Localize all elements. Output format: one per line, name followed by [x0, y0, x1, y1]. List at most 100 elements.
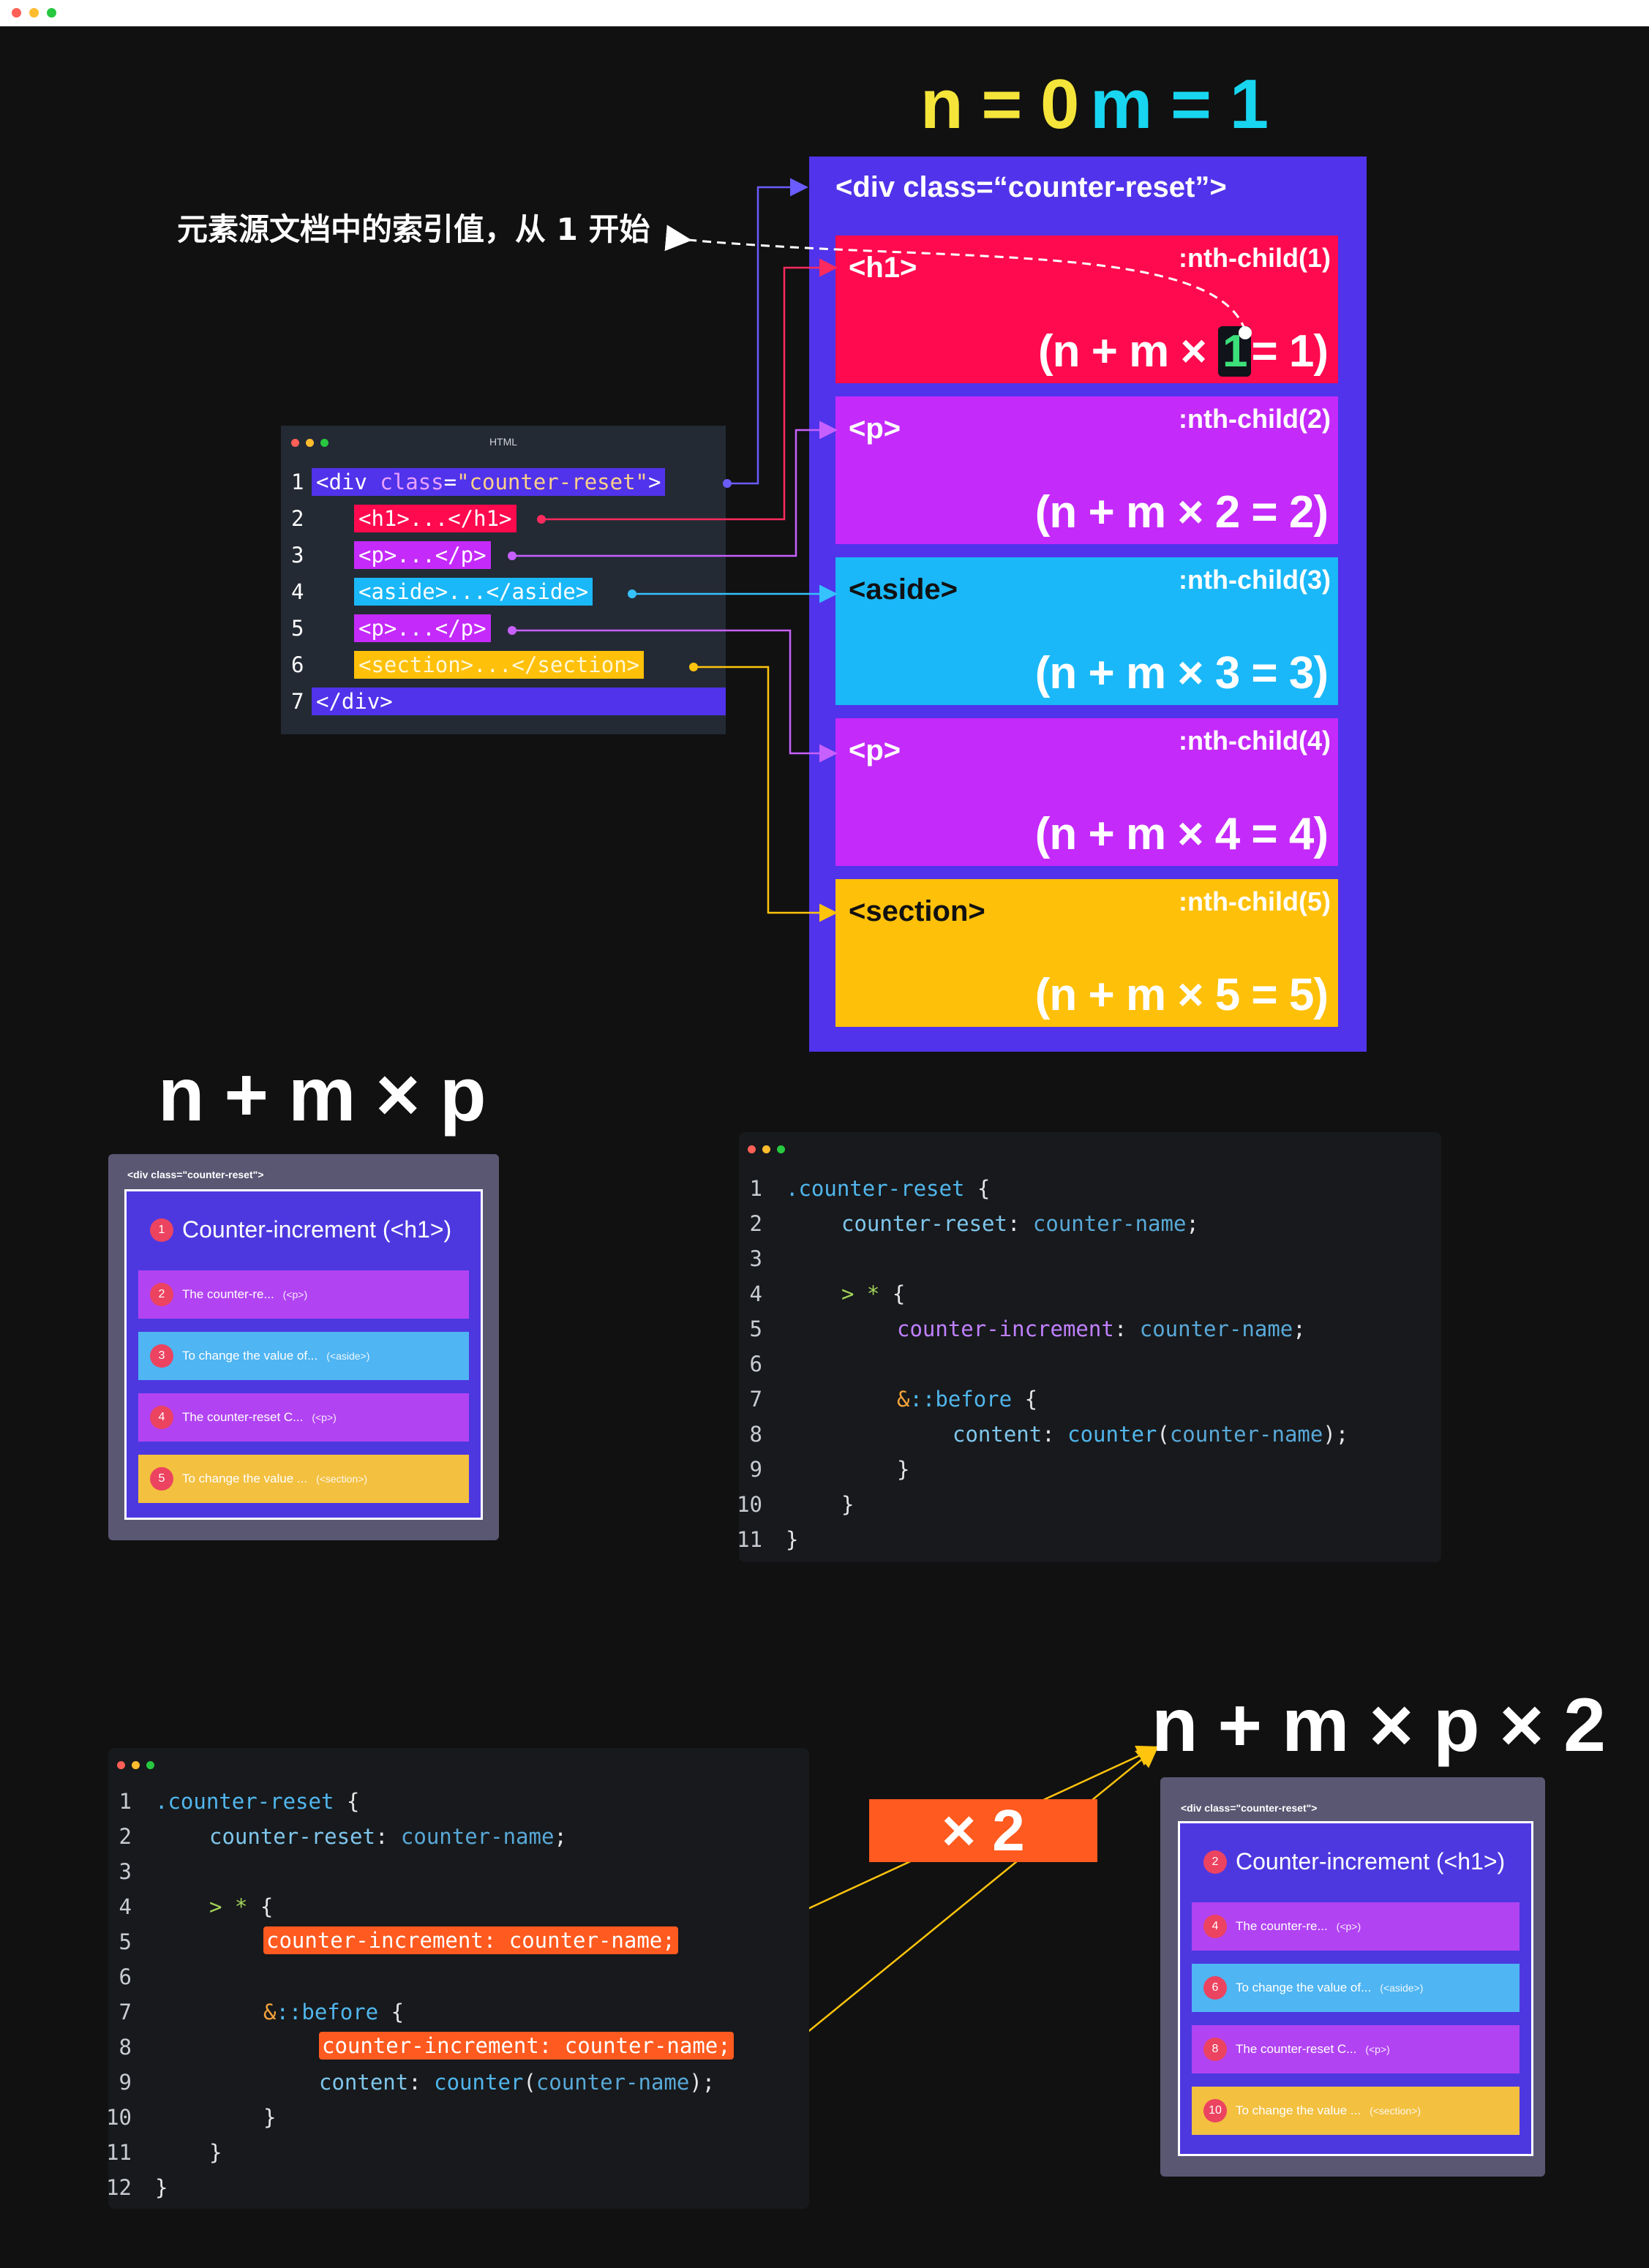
line-number: 9 [749, 1457, 762, 1482]
box-equation: (n + m × 4 = 4) [1034, 809, 1329, 859]
close-dot-icon [117, 1761, 125, 1769]
box-equation: (n + m × 1= 1) [1037, 326, 1329, 377]
counter-badge: 3 [150, 1344, 173, 1368]
m-equals-label: m = 1 [1090, 65, 1269, 143]
code-line: &::before { [263, 2000, 405, 2024]
minimize-dot-icon [306, 439, 314, 447]
html-line-section: <section>...</section> [354, 651, 645, 679]
annotation-curve [664, 225, 1252, 339]
maximize-dot-icon [777, 1145, 785, 1153]
html-line-h1: <h1>...</h1> [354, 505, 517, 532]
maximize-dot-icon [320, 439, 328, 447]
maximize-dot-icon [146, 1761, 154, 1769]
html-line-p-2: <p>...</p> [354, 614, 491, 642]
line-number: 7 [119, 2000, 132, 2024]
index-annotation: 元素源文档中的索引值，从 1 开始 [177, 211, 650, 247]
editor-traffic-lights [748, 1145, 785, 1153]
box-tag: <section> [849, 895, 985, 927]
box-tag: <p> [849, 734, 901, 766]
line-number: 4 [291, 579, 304, 604]
code-line: &::before { [897, 1387, 1038, 1412]
counter-badge: 10 [1203, 2099, 1227, 2122]
line-number: 1 [291, 470, 304, 494]
editor-traffic-lights [291, 439, 328, 447]
code-line: } [841, 1492, 854, 1517]
editor-traffic-lights [117, 1761, 154, 1769]
nth-child-box-1: <h1> :nth-child(1) (n + m × 1= 1) [835, 236, 1338, 383]
highlighted-increment: counter-increment: counter-name; [263, 1926, 678, 1954]
code-line-highlighted: counter-increment: counter-name; [319, 2032, 734, 2060]
preview-label: <div class="counter-reset"> [127, 1169, 264, 1180]
box-nth-child: :nth-child(5) [1179, 886, 1331, 916]
box-equation: (n + m × 3 = 3) [1034, 648, 1329, 698]
line-number: 10 [737, 1492, 762, 1517]
line-number: 2 [291, 506, 304, 531]
line-number: 2 [119, 1824, 132, 1849]
arrow-p-2 [512, 629, 838, 763]
line-number: 10 [106, 2105, 132, 2130]
arrow-section [694, 666, 838, 922]
box-tag: <aside> [849, 573, 958, 606]
box-nth-child: :nth-child(1) [1179, 243, 1331, 273]
editor-to-panel-arrows [508, 178, 838, 922]
line-number: 2 [749, 1211, 762, 1236]
minimize-dot-icon [762, 1145, 770, 1153]
counter-reset-panel: <div class=“counter-reset”> <h1> :nth-ch… [809, 157, 1367, 1052]
code-line: .counter-reset { [155, 1789, 360, 1814]
line-number: 5 [749, 1316, 762, 1341]
close-dot-icon[interactable] [12, 8, 21, 18]
maximize-dot-icon[interactable] [47, 8, 56, 18]
counter-badge: 4 [1203, 1915, 1227, 1938]
close-dot-icon [748, 1145, 756, 1153]
line-number: 7 [749, 1387, 762, 1412]
line-number: 6 [749, 1352, 762, 1376]
code-line: counter-reset: counter-name; [841, 1211, 1199, 1236]
line-number: 3 [119, 1859, 132, 1884]
line-number: 11 [737, 1527, 762, 1552]
formula-n-m-p: n + m × p [158, 1052, 487, 1137]
n-equals-label: n = 0 [920, 65, 1079, 143]
code-line-highlighted: counter-increment: counter-name; [263, 1926, 678, 1954]
code-line: } [263, 2105, 277, 2130]
line-number: 5 [119, 1929, 132, 1954]
line-number: 8 [119, 2035, 132, 2060]
editor-title: HTML [489, 436, 518, 448]
window-titlebar [0, 0, 1649, 26]
arrow-div [727, 178, 808, 485]
code-line: > * { [209, 1894, 274, 1919]
html-line-p: <p>...</p> [354, 541, 491, 569]
minimize-dot-icon[interactable] [29, 8, 39, 18]
box-equation: (n + m × 5 = 5) [1034, 970, 1329, 1020]
code-line: } [897, 1457, 910, 1482]
box-tag: <p> [849, 412, 901, 445]
line-number: 7 [291, 689, 304, 714]
line-number: 5 [291, 616, 304, 641]
formula-n-m-p-2: n + m × p × 2 [1152, 1683, 1606, 1768]
html-editor: HTML 1 <div class="counter-reset"> 2 <h1… [281, 426, 726, 734]
times-two-box: × 2 [869, 1798, 1097, 1863]
code-line: counter-increment: counter-name; [897, 1316, 1306, 1341]
line-number: 6 [291, 652, 304, 677]
code-line: } [155, 2175, 168, 2200]
box-nth-child: :nth-child(4) [1179, 726, 1331, 756]
line-number: 3 [291, 543, 304, 568]
code-line: content: counter(counter-name); [319, 2070, 715, 2095]
arrow-p [512, 421, 838, 557]
line-number: 8 [749, 1422, 762, 1447]
counter-badge: 8 [1203, 2038, 1227, 2061]
box-equation: (n + m × 2 = 2) [1034, 487, 1329, 538]
counter-badge: 2 [1203, 1850, 1227, 1874]
panel-title: <div class=“counter-reset”> [835, 171, 1227, 203]
nth-child-box-5: <section> :nth-child(5) (n + m × 5 = 5) [835, 879, 1338, 1027]
